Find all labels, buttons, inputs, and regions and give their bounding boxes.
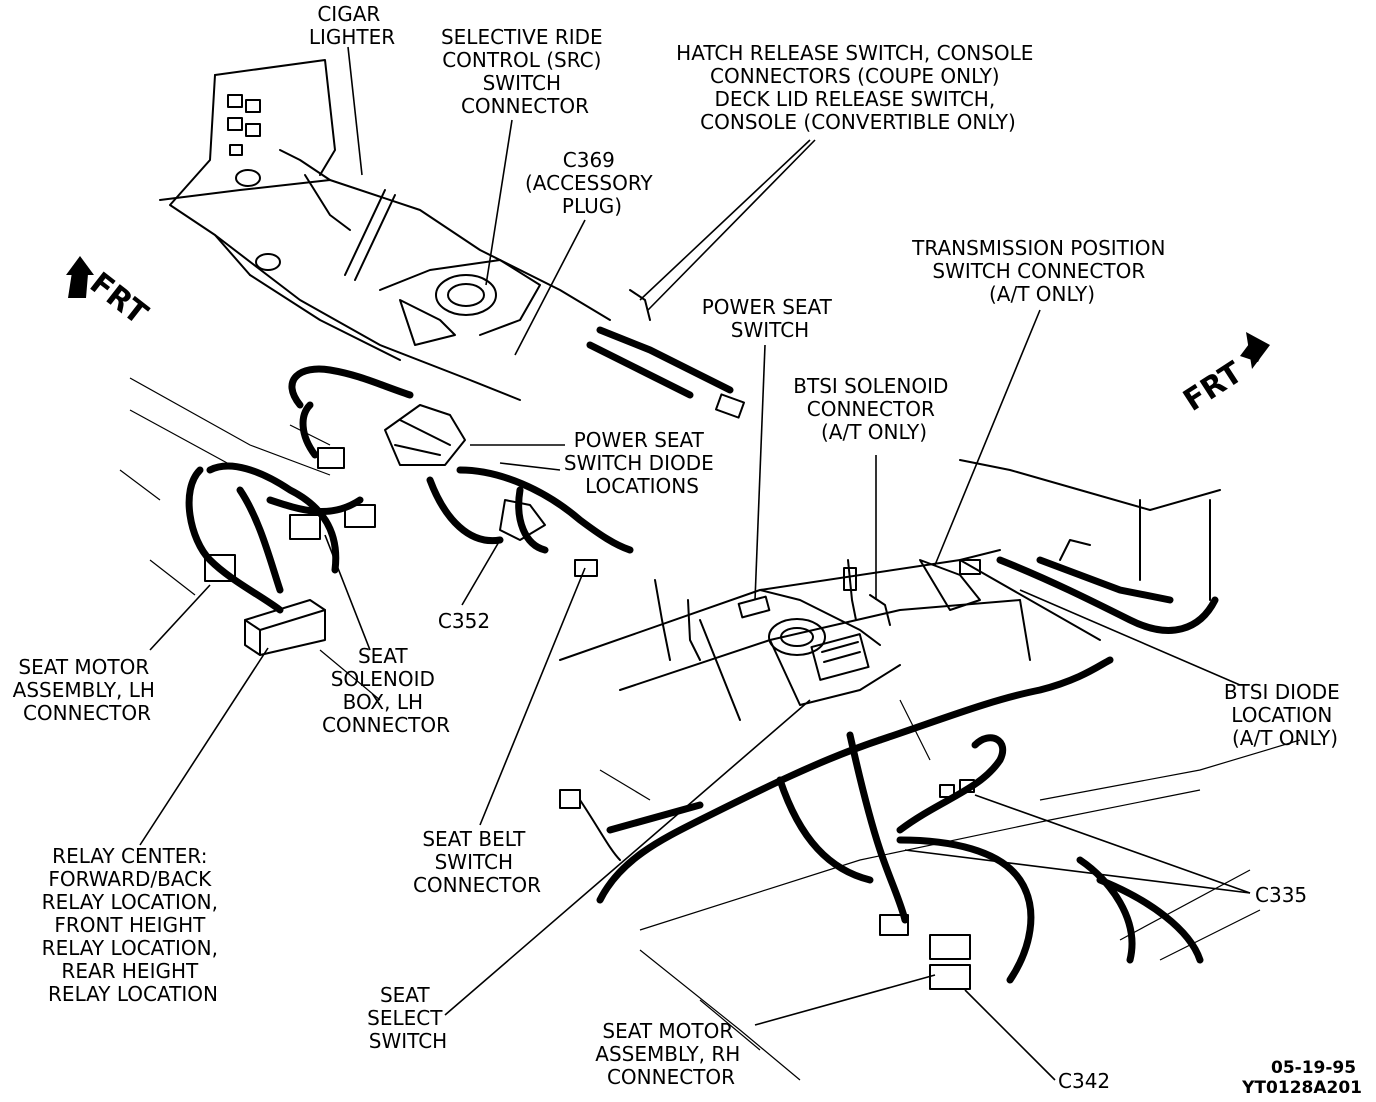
frt-arrow-right: FRT <box>1177 332 1270 419</box>
frt-label-left: FRT <box>83 266 154 333</box>
power-seat-switch-diode-label: POWER SEAT SWITCH DIODE LOCATIONS <box>564 428 720 498</box>
btsi-diode-location-label: BTSI DIODE LOCATION (A/T ONLY) <box>1224 680 1346 750</box>
c335-label: C335 <box>1255 883 1307 907</box>
seat-solenoid-box-lh-label: SEAT SOLENOID BOX, LH CONNECTOR <box>322 644 450 737</box>
seat-motor-lh-connector-label: SEAT MOTOR ASSEMBLY, LH CONNECTOR <box>13 655 162 725</box>
power-seat-switch-label: POWER SEAT SWITCH <box>702 295 839 342</box>
seat-belt-switch-connector-label: SEAT BELT SWITCH CONNECTOR <box>413 827 541 897</box>
c369-accessory-plug-label: C369 (ACCESSORY PLUG) <box>525 148 659 218</box>
seat-motor-rh-connector-label: SEAT MOTOR ASSEMBLY, RH CONNECTOR <box>595 1019 746 1089</box>
hatch-release-switch-label: HATCH RELEASE SWITCH, CONSOLE CONNECTORS… <box>676 41 1040 134</box>
transmission-position-switch-label: TRANSMISSION POSITION SWITCH CONNECTOR (… <box>911 236 1172 306</box>
leader-lines <box>139 46 1251 1081</box>
relay-center-label: RELAY CENTER: FORWARD/BACK RELAY LOCATIO… <box>42 844 225 1006</box>
btsi-solenoid-connector-label: BTSI SOLENOID CONNECTOR (A/T ONLY) <box>793 374 954 444</box>
floor-harness-drawing <box>559 459 1301 1081</box>
seat-select-switch-label: SEAT SELECT SWITCH <box>367 983 449 1053</box>
src-switch-connector-label: SELECTIVE RIDE CONTROL (SRC) SWITCH CONN… <box>441 25 609 118</box>
c352-label: C352 <box>438 609 490 633</box>
figure-code: 05-19-95 YT0128A201 <box>1241 1058 1362 1098</box>
frt-arrow-left: FRT <box>66 256 154 332</box>
c342-label: C342 <box>1058 1069 1110 1093</box>
cigar-lighter-label: CIGAR LIGHTER <box>309 2 395 49</box>
frt-label-right: FRT <box>1177 355 1249 419</box>
console-harness-drawing <box>119 59 746 701</box>
